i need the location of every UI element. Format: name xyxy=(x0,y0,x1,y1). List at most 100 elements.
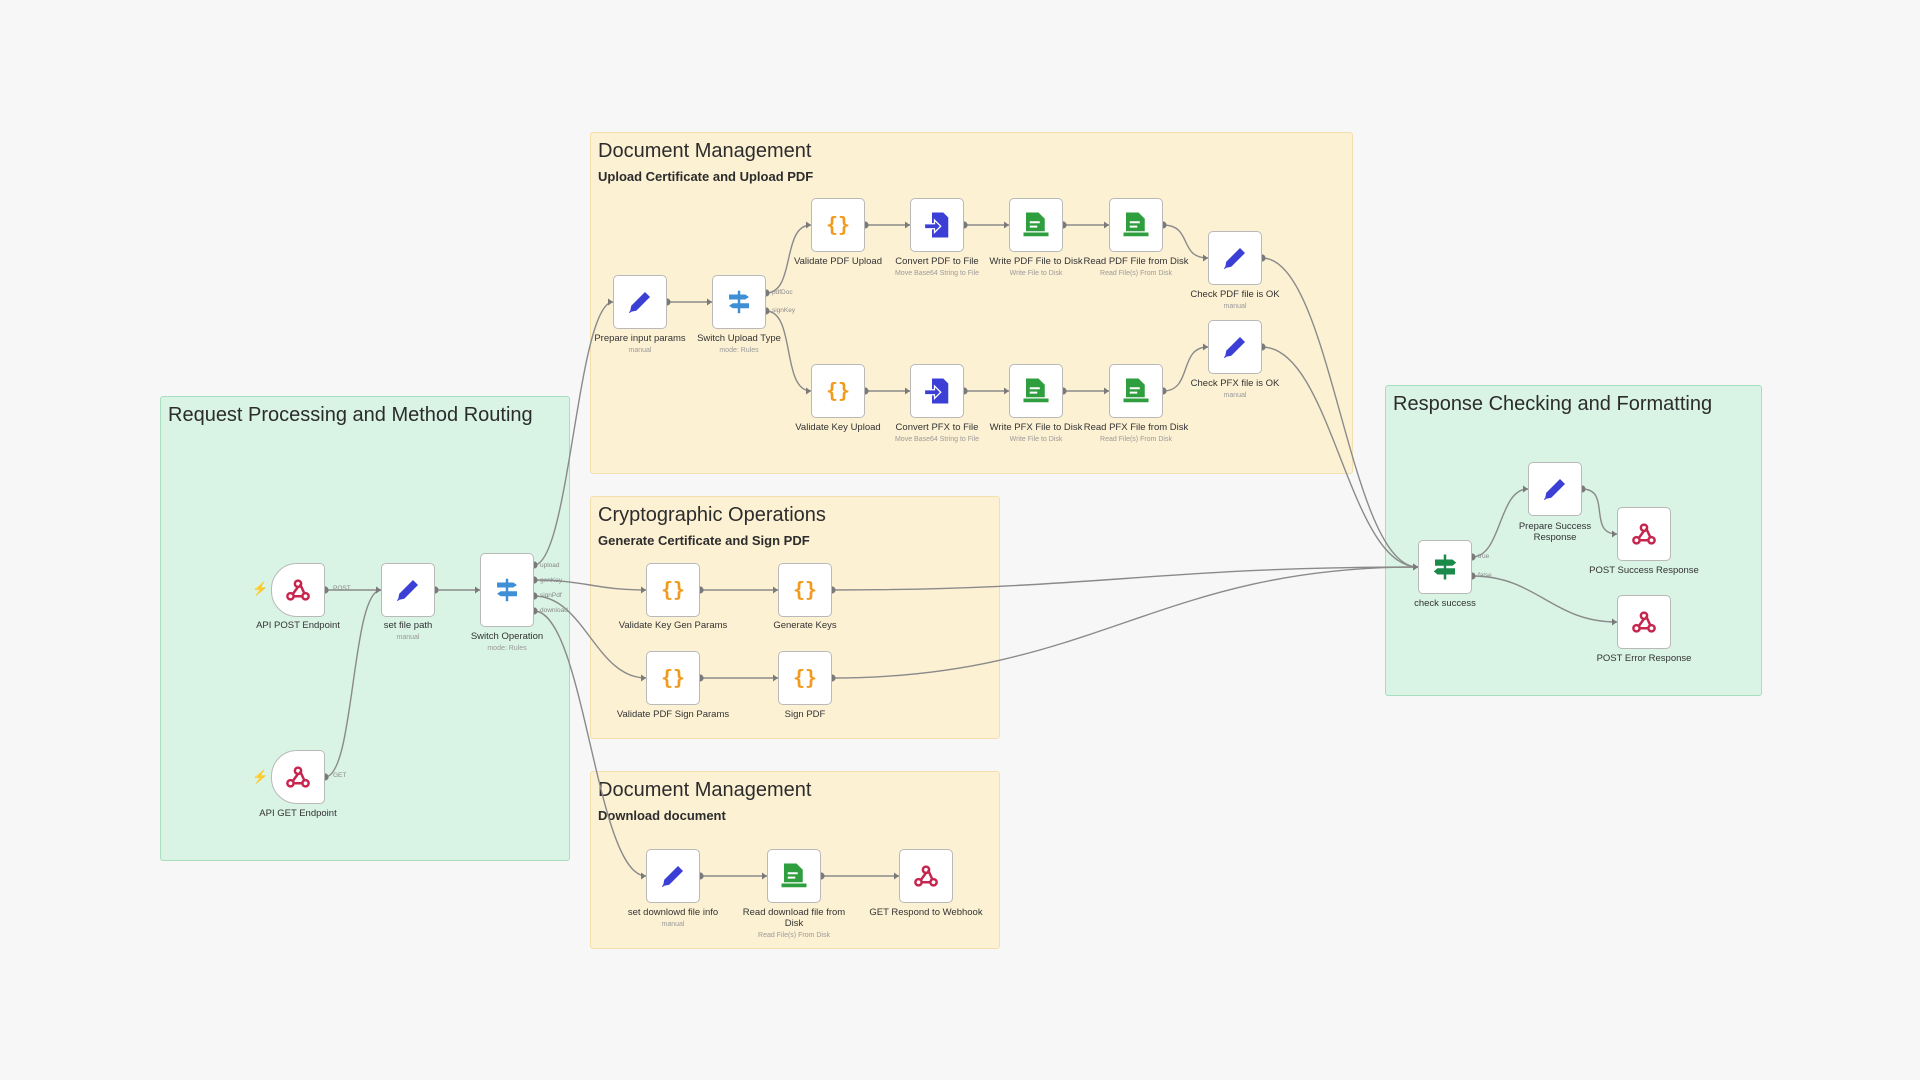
file-icon xyxy=(1021,376,1051,406)
node-validate-pdf-upload[interactable]: {} xyxy=(811,198,865,252)
node-generate-keys[interactable]: {} xyxy=(778,563,832,617)
webhook-icon xyxy=(911,861,941,891)
code-icon: {} xyxy=(658,575,688,605)
node-label: Check PFX file is OK xyxy=(1190,378,1280,389)
node-label: Prepare input params xyxy=(594,333,686,344)
group-title: Request Processing and Method Routing xyxy=(168,404,533,426)
node-prepare-success-response[interactable] xyxy=(1528,462,1582,516)
file-icon xyxy=(1121,376,1151,406)
node-read-pdf-file[interactable] xyxy=(1109,198,1163,252)
node-convert-pfx-to-file[interactable] xyxy=(910,364,964,418)
node-sublabel: Read File(s) From Disk xyxy=(1100,436,1172,443)
if-icon xyxy=(1430,552,1460,582)
node-switch-operation[interactable] xyxy=(480,553,534,627)
node-validate-key-upload[interactable]: {} xyxy=(811,364,865,418)
node-check-success[interactable] xyxy=(1418,540,1472,594)
pencil-icon xyxy=(658,861,688,891)
switch-icon xyxy=(492,575,522,605)
node-label: POST Success Response xyxy=(1589,565,1699,576)
node-label: API POST Endpoint xyxy=(256,620,340,631)
node-label: Sign PDF xyxy=(784,709,826,720)
port-label-pdfdoc: pdfDoc xyxy=(772,289,793,296)
node-validate-pdf-sign-params[interactable]: {} xyxy=(646,651,700,705)
node-check-pfx-file[interactable] xyxy=(1208,320,1262,374)
trigger-bolt-icon: ⚡ xyxy=(252,581,269,596)
node-label: Validate Key Upload xyxy=(795,422,881,433)
node-label: GET Respond to Webhook xyxy=(869,907,983,918)
pencil-icon xyxy=(1220,243,1250,273)
convert-icon xyxy=(922,210,952,240)
node-validate-key-gen-params[interactable]: {} xyxy=(646,563,700,617)
svg-text:{}: {} xyxy=(793,577,817,601)
node-label: Read PDF File from Disk xyxy=(1083,256,1189,267)
node-set-file-path[interactable] xyxy=(381,563,435,617)
group-subtitle: Download document xyxy=(598,808,726,823)
node-api-get-endpoint[interactable] xyxy=(271,750,325,804)
svg-text:{}: {} xyxy=(661,577,685,601)
code-icon: {} xyxy=(790,575,820,605)
node-label: Check PDF file is OK xyxy=(1190,289,1280,300)
pencil-icon xyxy=(1540,474,1570,504)
group-request-processing: Request Processing and Method Routing xyxy=(160,396,570,861)
pencil-icon xyxy=(625,287,655,317)
node-check-pdf-file[interactable] xyxy=(1208,231,1262,285)
node-read-pfx-file[interactable] xyxy=(1109,364,1163,418)
node-read-download-file[interactable] xyxy=(767,849,821,903)
webhook-icon xyxy=(1629,519,1659,549)
trigger-bolt-icon: ⚡ xyxy=(252,769,269,784)
node-get-respond-to-webhook[interactable] xyxy=(899,849,953,903)
file-icon xyxy=(779,861,809,891)
node-write-pfx-file[interactable] xyxy=(1009,364,1063,418)
port-label-genkey: genKey xyxy=(540,577,563,584)
node-sublabel: Read File(s) From Disk xyxy=(758,932,830,939)
node-sublabel: manual xyxy=(1223,392,1247,399)
code-icon: {} xyxy=(790,663,820,693)
port-label-true: true xyxy=(1478,553,1490,560)
node-write-pdf-file[interactable] xyxy=(1009,198,1063,252)
node-api-post-endpoint[interactable] xyxy=(271,563,325,617)
code-icon: {} xyxy=(658,663,688,693)
node-label: Generate Keys xyxy=(773,620,837,631)
node-label: Switch Operation xyxy=(470,631,544,642)
file-icon xyxy=(1021,210,1051,240)
node-label: Convert PDF to File xyxy=(895,256,979,267)
node-post-error-response[interactable] xyxy=(1617,595,1671,649)
pencil-icon xyxy=(393,575,423,605)
port-label-signpdf: signPdf xyxy=(540,592,562,599)
node-sublabel: manual xyxy=(661,921,685,928)
port-label-download: download xyxy=(540,607,568,614)
file-icon xyxy=(1121,210,1151,240)
port-label-upload: upload xyxy=(540,562,560,569)
node-sublabel: mode: Rules xyxy=(487,645,527,652)
code-icon: {} xyxy=(823,210,853,240)
group-subtitle: Upload Certificate and Upload PDF xyxy=(598,169,814,184)
svg-text:{}: {} xyxy=(826,378,850,402)
webhook-icon xyxy=(1629,607,1659,637)
port-label-post: POST xyxy=(333,585,351,592)
node-sublabel: Move Base64 String to File xyxy=(894,270,980,277)
node-label: set file path xyxy=(383,620,433,631)
group-title: Response Checking and Formatting xyxy=(1393,393,1713,415)
node-label: POST Error Response xyxy=(1596,653,1692,664)
port-label-false: false xyxy=(1478,572,1492,579)
node-sublabel: Write File to Disk xyxy=(1009,270,1063,277)
svg-text:{}: {} xyxy=(793,665,817,689)
code-icon: {} xyxy=(823,376,853,406)
node-label: API GET Endpoint xyxy=(259,808,337,819)
pencil-icon xyxy=(1220,332,1250,362)
node-label: Read PFX File from Disk xyxy=(1083,422,1189,433)
node-sublabel: Move Base64 String to File xyxy=(894,436,980,443)
convert-icon xyxy=(922,376,952,406)
node-sign-pdf[interactable]: {} xyxy=(778,651,832,705)
node-sublabel: manual xyxy=(1223,303,1247,310)
node-set-download-file-info[interactable] xyxy=(646,849,700,903)
node-switch-upload-type[interactable] xyxy=(712,275,766,329)
node-post-success-response[interactable] xyxy=(1617,507,1671,561)
switch-icon xyxy=(724,287,754,317)
node-prepare-input-params[interactable] xyxy=(613,275,667,329)
node-convert-pdf-to-file[interactable] xyxy=(910,198,964,252)
group-title: Document Management xyxy=(598,140,812,162)
node-label: Prepare Success Response xyxy=(1518,521,1592,543)
node-sublabel: manual xyxy=(628,347,652,354)
